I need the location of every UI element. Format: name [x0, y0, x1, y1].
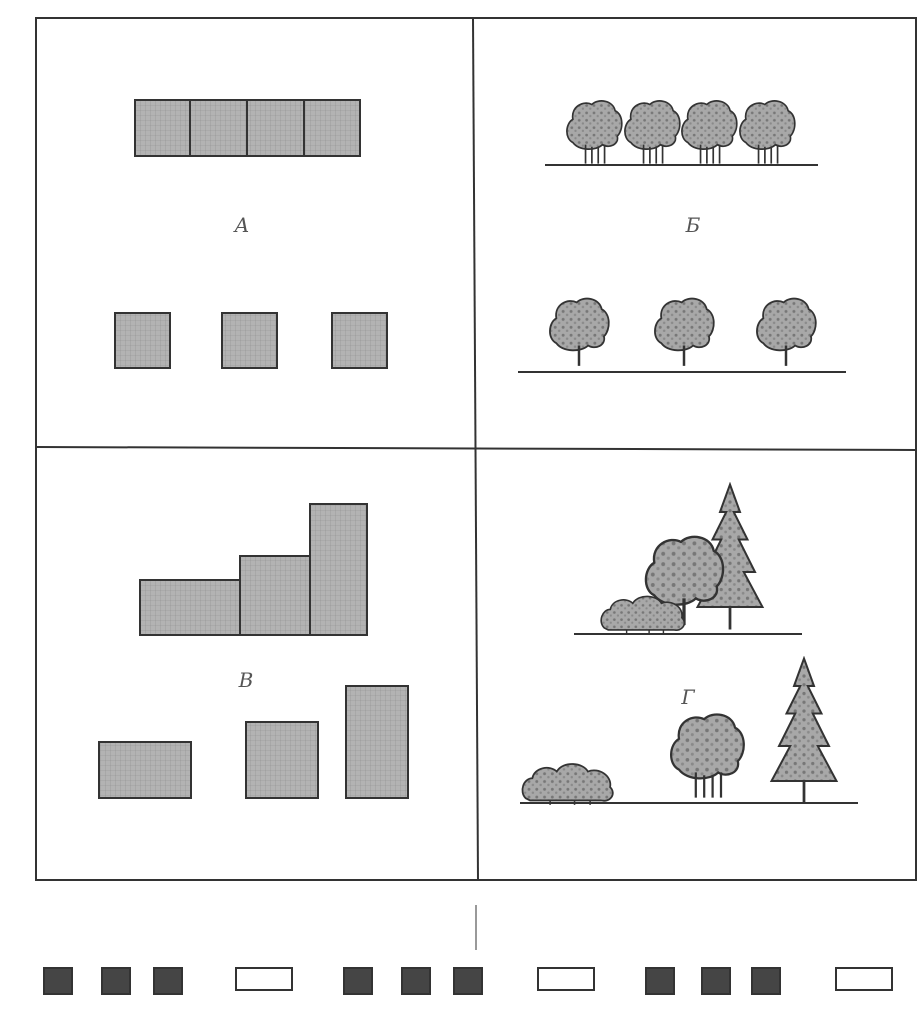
- separate-block-high: [346, 686, 408, 798]
- separate-block-low: [99, 742, 191, 798]
- panel-g: [520, 485, 858, 805]
- bush-icon: [522, 764, 612, 805]
- bush-icon: [601, 596, 684, 634]
- legend-strip: [44, 968, 892, 994]
- separate-block: [222, 313, 277, 368]
- legend-square-filled: [344, 968, 372, 994]
- legend-square-filled: [402, 968, 430, 994]
- stepped-block-mid: [240, 556, 310, 635]
- panel-g-label: Г: [668, 685, 708, 709]
- stepped-block-high: [310, 504, 367, 635]
- pine-icon: [772, 659, 837, 804]
- panel-grid: [36, 18, 916, 950]
- separate-block: [115, 313, 170, 368]
- tree-icon: [671, 714, 744, 797]
- legend-box-outline: [836, 968, 892, 990]
- tree-icon: [655, 299, 714, 366]
- legend-square-filled: [646, 968, 674, 994]
- legend-square-filled: [702, 968, 730, 994]
- legend-square-filled: [454, 968, 482, 994]
- tree-icon: [567, 101, 622, 164]
- legend-box-outline: [538, 968, 594, 990]
- tree-icon: [682, 101, 737, 164]
- panel-b-label: Б: [673, 213, 713, 237]
- tree-icon: [740, 101, 795, 164]
- legend-box-outline: [236, 968, 292, 990]
- legend-square-filled: [102, 968, 130, 994]
- legend-square-filled: [752, 968, 780, 994]
- stepped-block-low: [140, 580, 240, 635]
- panel-v-label: В: [226, 668, 266, 692]
- panel-a-label: А: [222, 213, 262, 237]
- legend-square-filled: [44, 968, 72, 994]
- panel-v: [99, 504, 408, 798]
- legend-square-filled: [154, 968, 182, 994]
- tree-icon: [550, 299, 609, 366]
- separate-block: [332, 313, 387, 368]
- tree-icon: [757, 299, 816, 366]
- tree-icon: [625, 101, 680, 164]
- separate-block-mid: [246, 722, 318, 798]
